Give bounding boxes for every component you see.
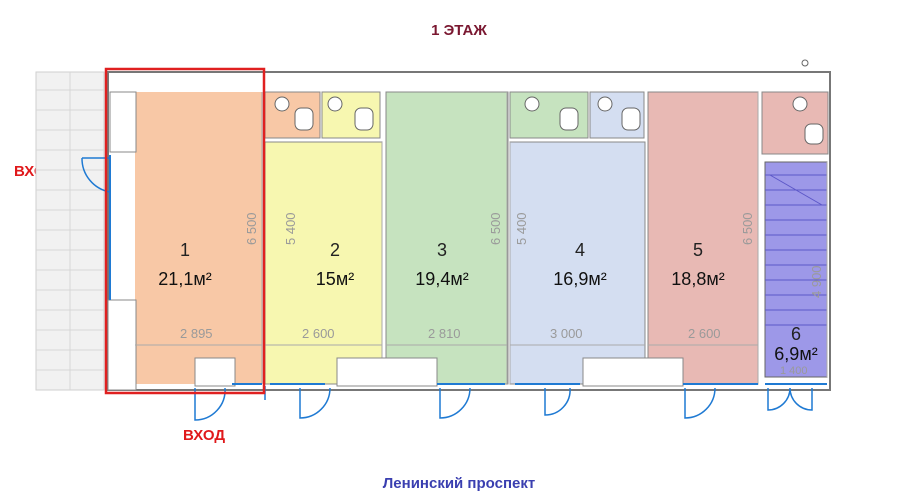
room-6-number: 6: [791, 324, 801, 344]
room-4-fill: [509, 141, 646, 385]
room-1-height-dim: 6 500: [244, 212, 259, 245]
room-2-height-dim: 5 400: [283, 212, 298, 245]
bottom-niches: [194, 357, 684, 387]
room-4-area: 16,9м²: [553, 269, 606, 289]
room-6-width-dim: 1 400: [780, 365, 808, 377]
room-5-number: 5: [693, 240, 703, 260]
room-2-fill: [264, 141, 383, 385]
street-label: Ленинский проспект: [382, 475, 536, 492]
room-3-height-dim: 6 500: [488, 212, 503, 245]
room-3-area: 19,4м²: [415, 269, 468, 289]
room-5-width-dim: 2 600: [688, 326, 721, 341]
room-3-fill: [385, 91, 509, 385]
room-4-height-dim: 5 400: [514, 212, 529, 245]
room-1-number: 1: [180, 240, 190, 260]
room-6-height-dim: 4 900: [809, 265, 824, 298]
terrace-tiles: [35, 71, 105, 391]
entrance-label-bottom: ВХОД: [183, 427, 226, 444]
room-2-area: 15м²: [316, 269, 354, 289]
room-1-width-dim: 2 895: [180, 326, 213, 341]
room-3-width-dim: 2 810: [428, 326, 461, 341]
room-5-area: 18,8м²: [671, 269, 724, 289]
room-2-width-dim: 2 600: [302, 326, 335, 341]
stair-steps: [765, 174, 827, 326]
room-1-highlight: [104, 67, 266, 395]
room-5-height-dim: 6 500: [740, 212, 755, 245]
room-4-number: 4: [575, 240, 585, 260]
room-2-number: 2: [330, 240, 340, 260]
room-1-fill: [135, 92, 262, 384]
room-6-area: 6,9м²: [774, 344, 817, 364]
room-1-area: 21,1м²: [158, 269, 211, 289]
room-3-number: 3: [437, 240, 447, 260]
floor-title: 1 ЭТАЖ: [431, 22, 487, 39]
room-4-width-dim: 3 000: [550, 326, 583, 341]
wc-fixtures: [274, 59, 824, 145]
dimension-lines: [135, 92, 828, 384]
